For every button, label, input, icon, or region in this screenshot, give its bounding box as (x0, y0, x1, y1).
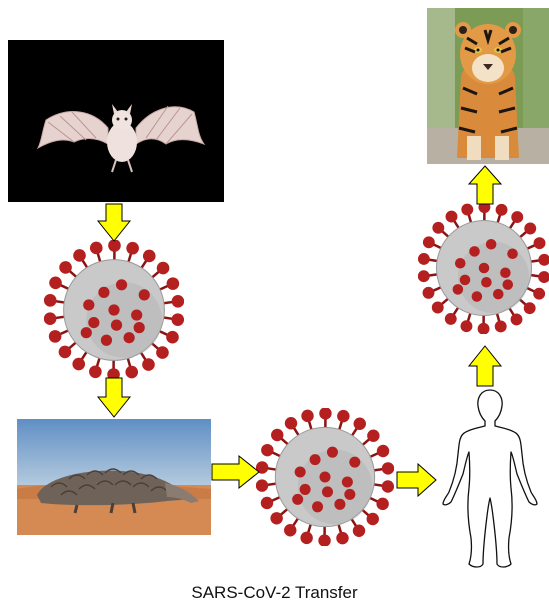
human-outline-icon (437, 388, 543, 570)
pangolin-illustration (17, 419, 211, 535)
tiger-photo (427, 8, 549, 164)
diagram-caption: SARS-CoV-2 Transfer (0, 583, 549, 603)
coronavirus-shape (44, 240, 184, 380)
arrow-pangolin-to-virus (211, 454, 261, 490)
human-outline-shape (437, 388, 543, 570)
coronavirus-shape (256, 408, 394, 546)
pangolin-photo (17, 419, 211, 535)
coronavirus-shape (418, 202, 549, 334)
arrow-bat-to-virus (96, 203, 132, 243)
coronavirus-icon (418, 202, 549, 334)
arrow-virus-to-tiger (467, 164, 503, 206)
arrow-virus-to-human (396, 462, 438, 498)
coronavirus-icon (44, 240, 184, 380)
tiger-illustration (427, 8, 549, 164)
coronavirus-icon (256, 408, 394, 546)
arrow-virus-to-pangolin (96, 377, 132, 419)
arrow-human-to-virus (467, 344, 503, 388)
bat-illustration (8, 40, 224, 202)
bat-photo (8, 40, 224, 202)
